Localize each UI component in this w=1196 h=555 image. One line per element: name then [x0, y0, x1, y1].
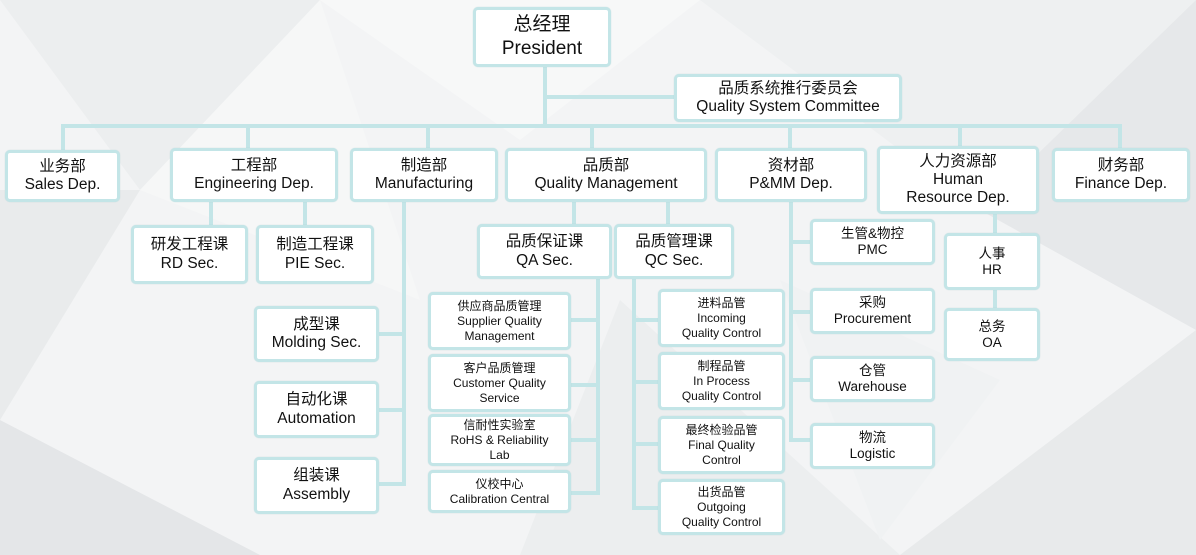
dept-hr-en2: Resource Dep.: [906, 189, 1010, 207]
qa-item-en2: Lab: [489, 447, 510, 462]
qc-item-en2: Quality Control: [681, 325, 762, 340]
qa-item-calibration: 仪校中心 Calibration Central: [428, 470, 571, 513]
automation-sec-en: Automation: [277, 409, 356, 427]
pmc-en: PMC: [857, 242, 888, 257]
qc-item-en2: Control: [702, 452, 741, 467]
qa-sec: 品质保证课 QA Sec.: [477, 224, 612, 279]
dept-engineering: 工程部 Engineering Dep.: [170, 148, 338, 202]
qa-item-cn: 信耐性实验室: [463, 417, 536, 432]
molding-sec: 成型课 Molding Sec.: [254, 306, 379, 362]
qc-item-incoming: 进料品管 Incoming Quality Control: [658, 289, 785, 347]
qc-item-en1: Incoming: [697, 310, 746, 325]
qc-item-en1: In Process: [693, 373, 750, 388]
qc-item-final: 最终检验品管 Final Quality Control: [658, 416, 785, 474]
dept-finance-cn: 财务部: [1097, 156, 1145, 174]
qc-item-cn: 进料品管: [697, 295, 746, 310]
qa-item-en2: Management: [464, 328, 535, 343]
qa-item-en1: Calibration Central: [449, 491, 550, 506]
dept-pmm: 资材部 P&MM Dep.: [715, 148, 867, 202]
rd-sec-cn: 研发工程课: [150, 236, 229, 254]
qc-item-inprocess: 制程品管 In Process Quality Control: [658, 352, 785, 410]
dept-finance: 财务部 Finance Dep.: [1052, 148, 1190, 202]
hr-cn: 人事: [978, 245, 1006, 261]
qc-item-en1: Final Quality: [688, 437, 755, 452]
dept-pmm-en: P&MM Dep.: [749, 175, 833, 192]
oa-box: 总务 OA: [944, 308, 1040, 361]
logistic-box: 物流 Logistic: [810, 423, 935, 469]
logistic-en: Logistic: [849, 446, 896, 461]
dept-manufacturing: 制造部 Manufacturing: [350, 148, 498, 202]
dept-pmm-cn: 资材部: [767, 156, 815, 174]
molding-sec-en: Molding Sec.: [271, 334, 362, 351]
pmc-cn: 生管&物控: [840, 226, 904, 242]
qa-item-en1: RoHS & Reliability: [450, 432, 549, 447]
rd-sec: 研发工程课 RD Sec.: [131, 225, 248, 284]
dept-sales-cn: 业务部: [39, 157, 86, 175]
qa-item-en1: Supplier Quality: [457, 313, 542, 328]
qc-item-cn: 最终检验品管: [685, 422, 758, 437]
dept-quality: 品质部 Quality Management: [505, 148, 707, 202]
dept-hr: 人力资源部 Human Resource Dep.: [877, 146, 1039, 214]
qc-item-outgoing: 出货品管 Outgoing Quality Control: [658, 479, 785, 535]
qc-item-cn: 出货品管: [697, 484, 746, 499]
dept-quality-cn: 品质部: [582, 156, 630, 174]
hr-en: HR: [982, 261, 1002, 277]
procurement-cn: 采购: [859, 295, 886, 311]
qa-item-en2: Service: [479, 390, 520, 405]
dept-finance-en: Finance Dep.: [1074, 175, 1168, 192]
assembly-sec-en: Assembly: [282, 485, 351, 503]
qc-sec: 品质管理课 QC Sec.: [614, 224, 734, 279]
qa-item-cn: 仪校中心: [475, 476, 524, 491]
assembly-sec-cn: 组装课: [293, 467, 340, 485]
molding-sec-cn: 成型课: [293, 315, 340, 333]
assembly-sec: 组装课 Assembly: [254, 457, 379, 514]
committee-en: Quality System Committee: [696, 98, 880, 115]
warehouse-cn: 仓管: [859, 363, 886, 379]
dept-engineering-en: Engineering Dep.: [194, 175, 314, 192]
qa-sec-cn: 品质保证课: [505, 233, 584, 251]
qa-item-supplier: 供应商品质管理 Supplier Quality Management: [428, 292, 571, 350]
qa-item-cn: 客户品质管理: [463, 360, 536, 375]
president-cn: 总经理: [513, 14, 571, 36]
dept-engineering-cn: 工程部: [230, 156, 278, 174]
logistic-cn: 物流: [859, 430, 886, 446]
warehouse-box: 仓管 Warehouse: [810, 356, 935, 402]
hr-box: 人事 HR: [944, 233, 1040, 290]
qa-sec-en: QA Sec.: [516, 251, 573, 269]
qc-item-en2: Quality Control: [681, 514, 762, 529]
pie-sec-cn: 制造工程课: [276, 236, 354, 254]
oa-cn: 总务: [978, 318, 1006, 334]
procurement-en: Procurement: [833, 311, 912, 326]
dept-manufacturing-cn: 制造部: [400, 156, 448, 174]
pie-sec: 制造工程课 PIE Sec.: [256, 225, 374, 284]
qa-item-lab: 信耐性实验室 RoHS & Reliability Lab: [428, 414, 571, 466]
oa-en: OA: [982, 334, 1002, 350]
qc-sec-en: QC Sec.: [644, 251, 704, 269]
qc-item-en2: Quality Control: [681, 388, 762, 403]
automation-sec: 自动化课 Automation: [254, 381, 379, 438]
qa-item-customer: 客户品质管理 Customer Quality Service: [428, 354, 571, 412]
automation-sec-cn: 自动化课: [285, 391, 348, 409]
committee-cn: 品质系统推行委员会: [718, 79, 858, 97]
dept-hr-cn: 人力资源部: [919, 152, 997, 170]
qa-item-cn: 供应商品质管理: [457, 298, 542, 313]
procurement-box: 采购 Procurement: [810, 288, 935, 334]
dept-manufacturing-en: Manufacturing: [374, 175, 474, 192]
president-en: President: [501, 38, 583, 59]
pmc-box: 生管&物控 PMC: [810, 219, 935, 265]
pie-sec-en: PIE Sec.: [284, 254, 346, 272]
president-box: 总经理 President: [473, 7, 611, 67]
qc-item-cn: 制程品管: [697, 358, 746, 373]
warehouse-en: Warehouse: [838, 379, 907, 394]
qa-item-en1: Customer Quality: [453, 375, 546, 390]
dept-quality-en: Quality Management: [534, 175, 678, 192]
qc-sec-cn: 品质管理课: [635, 233, 713, 251]
dept-sales: 业务部 Sales Dep.: [5, 150, 120, 202]
dept-hr-en1: Human: [933, 170, 983, 188]
dept-sales-en: Sales Dep.: [24, 176, 101, 193]
rd-sec-en: RD Sec.: [160, 254, 219, 272]
qc-item-en1: Outgoing: [697, 499, 746, 514]
committee-box: 品质系统推行委员会 Quality System Committee: [674, 74, 902, 122]
